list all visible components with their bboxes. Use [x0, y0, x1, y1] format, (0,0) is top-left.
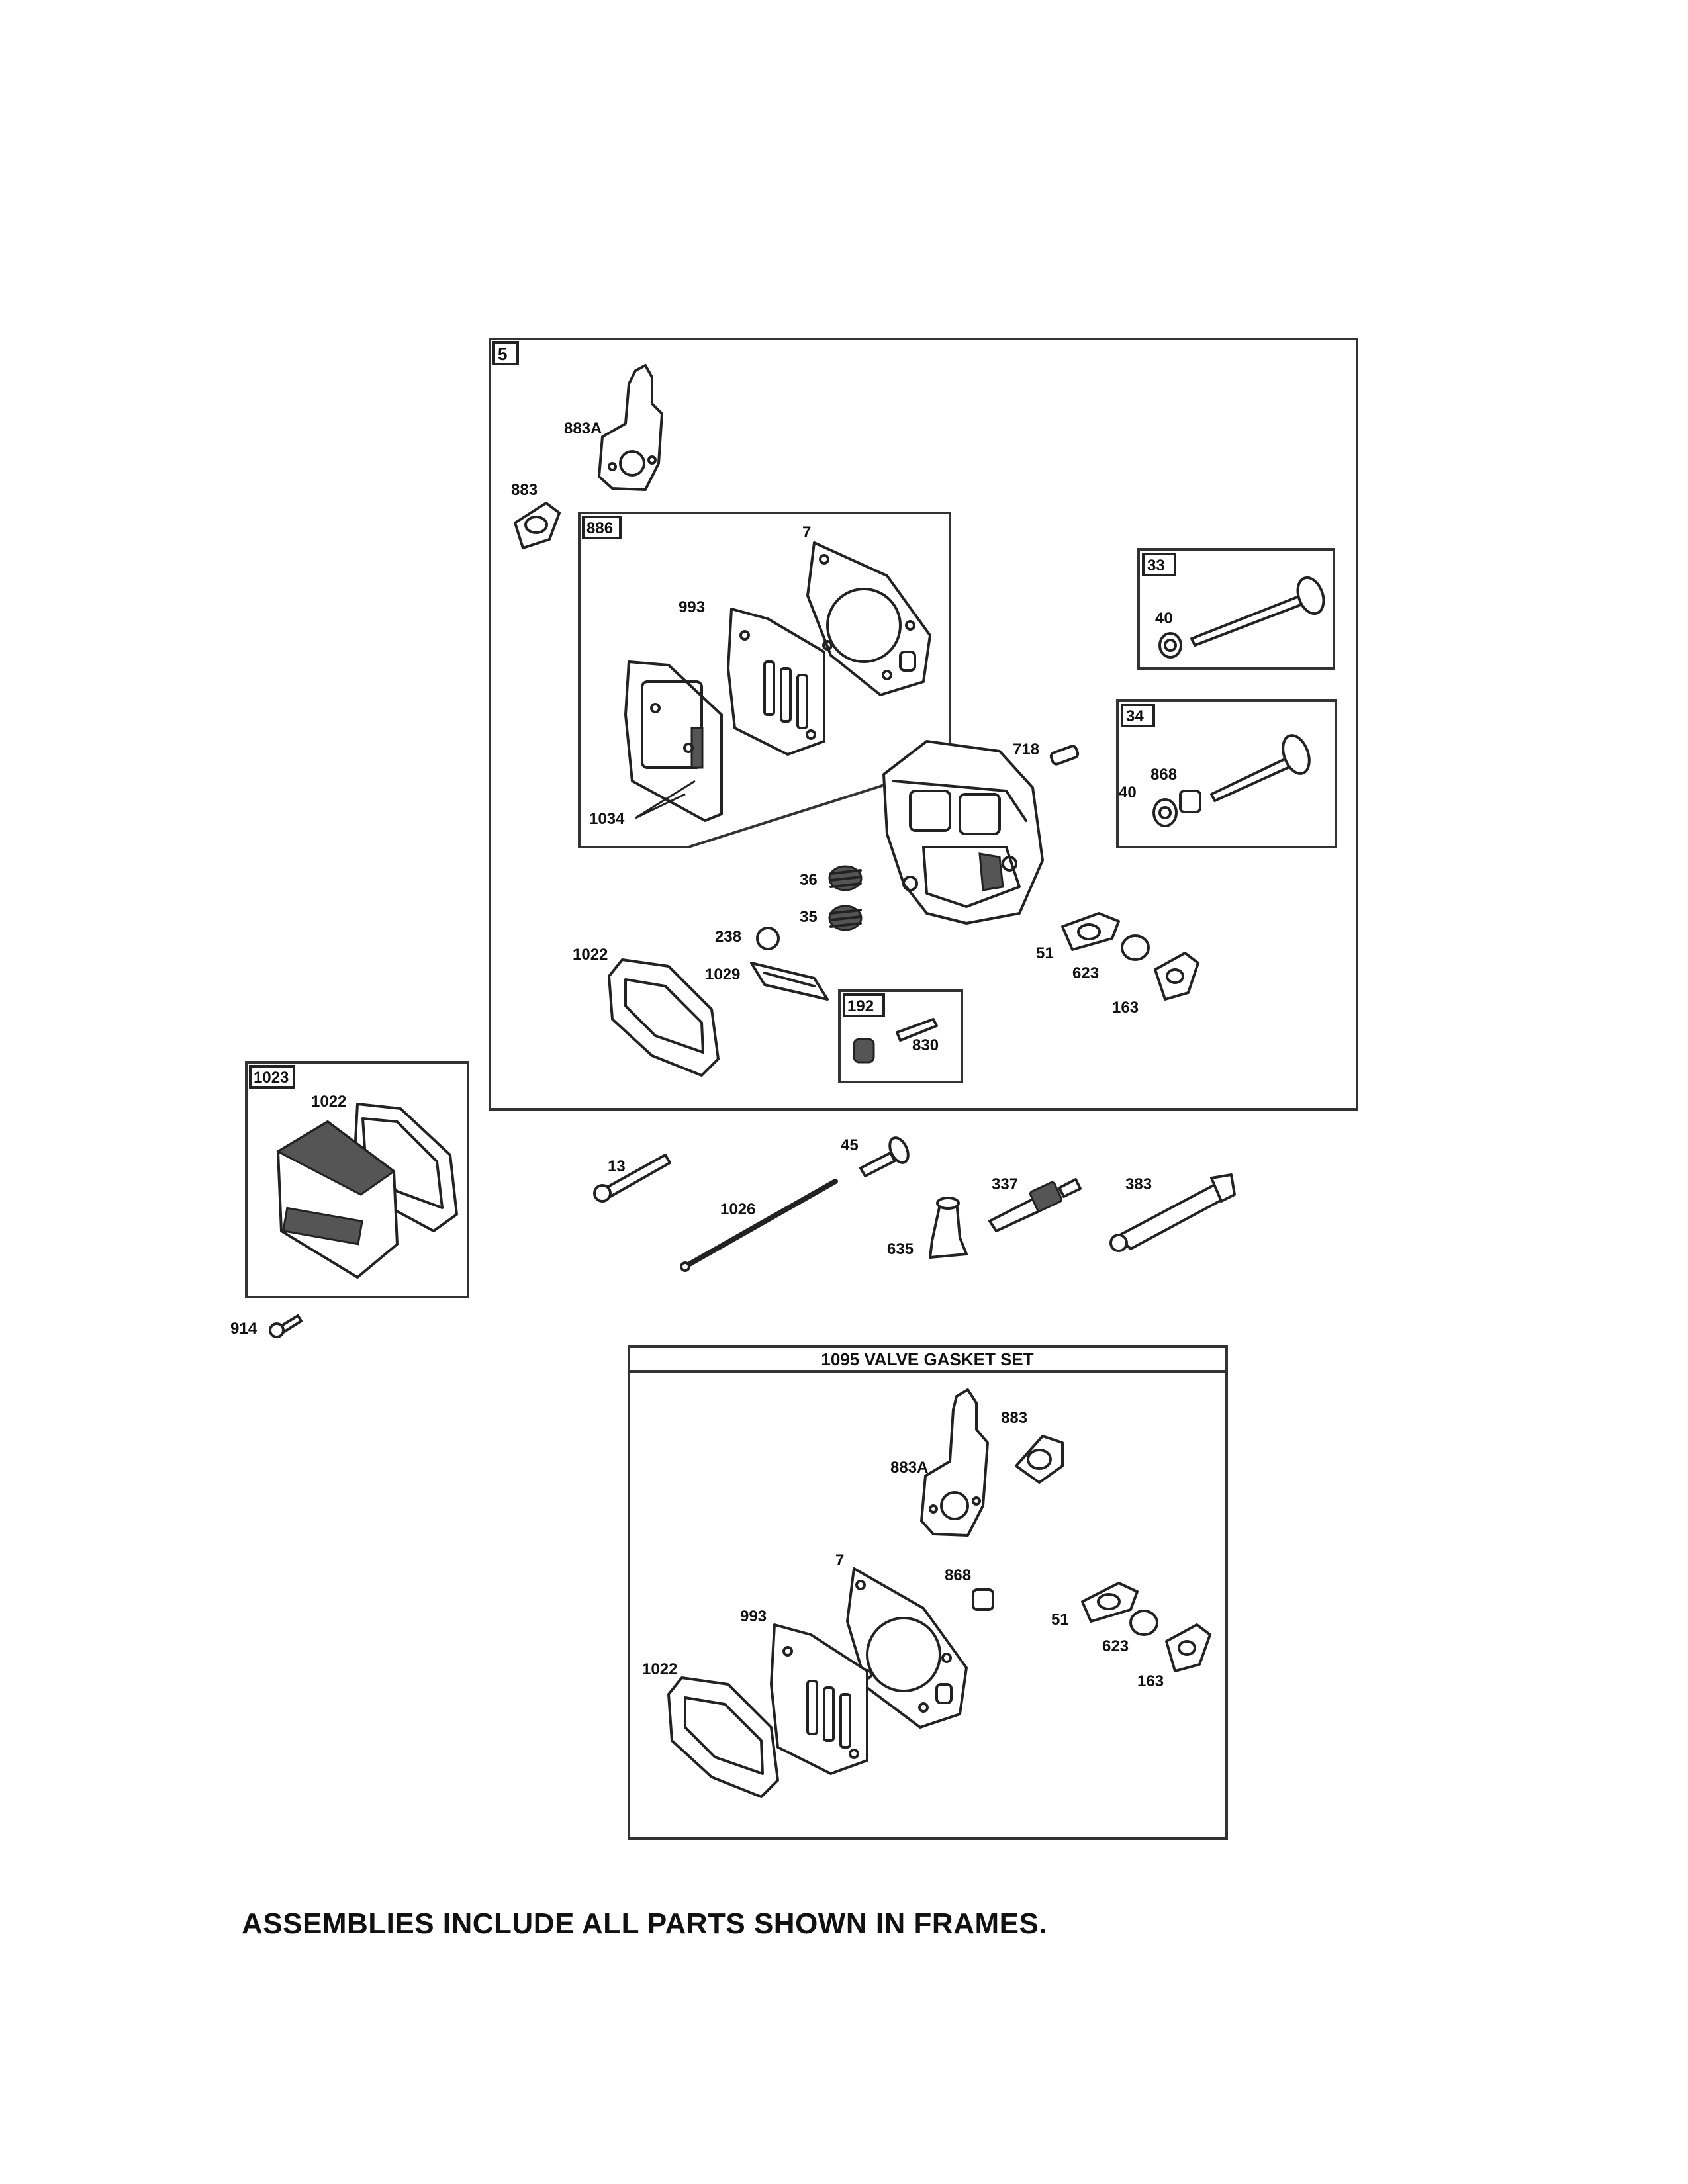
label-40-a: 40: [1155, 610, 1173, 627]
frame-192-tag: 192: [847, 997, 874, 1015]
part-7-head-gasket-set: [846, 1567, 968, 1729]
frame-1023-rocker-cover: 1023: [245, 1061, 469, 1298]
part-1022-cover-gasket: [608, 958, 720, 1077]
label-383: 383: [1125, 1175, 1152, 1193]
frame-886-tag: 886: [586, 520, 613, 537]
part-993-gasket-set: [770, 1623, 868, 1775]
part-914-screw: [269, 1314, 303, 1338]
label-7-set: 7: [835, 1551, 844, 1569]
label-1026: 1026: [720, 1201, 755, 1218]
part-337-spark-plug: [988, 1178, 1082, 1232]
part-623-ring: [1121, 934, 1150, 961]
label-51-set: 51: [1051, 1611, 1069, 1629]
label-1034: 1034: [589, 810, 625, 828]
label-883-top: 883: [511, 481, 538, 499]
label-1022-cover: 1022: [311, 1093, 346, 1111]
part-36-spring: [828, 865, 863, 891]
part-7-head-gasket: [806, 541, 931, 696]
part-383-breather-tube: [1109, 1173, 1236, 1252]
part-883-gasket: [514, 502, 561, 549]
part-883a-bracket: [598, 364, 663, 491]
part-238-ring: [756, 927, 780, 950]
frame-1095-valve-gasket-set: 1095 VALVE GASKET SET: [628, 1345, 1228, 1840]
part-635-boot: [929, 1197, 968, 1259]
part-1029-plate: [750, 962, 829, 1001]
label-718: 718: [1013, 741, 1039, 758]
label-623-set: 623: [1102, 1637, 1129, 1655]
part-1026-push-rod: [680, 1179, 838, 1272]
label-993-set: 993: [740, 1608, 767, 1625]
label-45: 45: [841, 1136, 859, 1154]
label-868-set: 868: [945, 1567, 971, 1584]
label-337: 337: [992, 1175, 1018, 1193]
frame-192-breather-assembly: 192: [838, 989, 963, 1083]
frame-34-exhaust-valve: 34: [1116, 699, 1337, 848]
label-914: 914: [230, 1320, 258, 1338]
label-868-top: 868: [1150, 766, 1177, 784]
label-1022-set: 1022: [642, 1661, 677, 1678]
part-1034-gasket: [624, 660, 723, 822]
part-45-screw: [859, 1136, 910, 1177]
label-13: 13: [608, 1158, 626, 1175]
label-1022-top: 1022: [573, 946, 608, 964]
part-163-flange-set: [1165, 1623, 1211, 1672]
label-7-top: 7: [802, 523, 811, 541]
part-163-flange: [1154, 952, 1199, 1001]
label-36: 36: [800, 871, 818, 889]
part-13-bolt: [593, 1154, 671, 1203]
frame-5-cylinder-head-assembly: 5: [489, 338, 1358, 1111]
part-883-gasket-set: [1015, 1435, 1064, 1484]
part-623-ring-set: [1129, 1610, 1158, 1636]
label-51-top: 51: [1036, 944, 1054, 962]
part-35-spring: [828, 905, 863, 931]
label-993-top: 993: [679, 598, 705, 616]
label-883-set: 883: [1001, 1409, 1027, 1427]
label-623-top: 623: [1072, 964, 1099, 982]
label-883a-set: 883A: [890, 1459, 928, 1477]
label-883a-top: 883A: [564, 420, 602, 437]
frame-1095-title: 1095 VALVE GASKET SET: [821, 1349, 1033, 1369]
label-163-top: 163: [1112, 999, 1139, 1017]
frame-33-intake-valve: 33: [1137, 548, 1335, 670]
part-993-gasket: [727, 608, 825, 756]
frame-5-tag: 5: [498, 344, 507, 364]
label-1029: 1029: [705, 966, 740, 983]
part-883a-bracket-set: [920, 1388, 989, 1537]
part-1022-cover-gasket-set: [667, 1676, 779, 1798]
part-51-gasket: [1061, 912, 1120, 951]
part-718-pin: [1049, 745, 1080, 766]
label-635: 635: [887, 1240, 914, 1258]
frame-1023-tag: 1023: [254, 1069, 289, 1087]
cylinder-head-casting: [882, 740, 1044, 925]
label-238: 238: [715, 928, 741, 946]
part-868-seal-set: [972, 1588, 994, 1611]
part-51-gasket-set: [1081, 1582, 1139, 1623]
frame-34-tag: 34: [1126, 707, 1144, 725]
label-40-b: 40: [1119, 784, 1137, 801]
label-830: 830: [912, 1036, 939, 1054]
label-163-set: 163: [1137, 1672, 1164, 1690]
frame-886-gasket-set: 886: [578, 512, 951, 848]
frame-33-tag: 33: [1147, 557, 1165, 574]
label-35: 35: [800, 908, 818, 926]
assemblies-note: ASSEMBLIES INCLUDE ALL PARTS SHOWN IN FR…: [242, 1907, 1048, 1940]
